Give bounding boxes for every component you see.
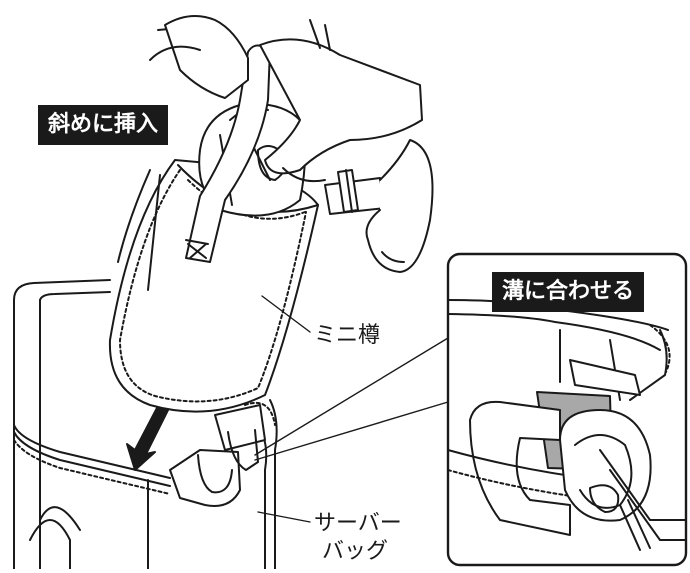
hands-drawing — [149, 15, 423, 183]
callout-insert-diagonally: 斜めに挿入 — [38, 105, 169, 145]
label-server-bag-line2: バッグ — [322, 539, 389, 564]
label-server-bag-line1: サーバー — [314, 511, 402, 536]
bag-clip-drawing — [169, 404, 266, 507]
server-bag-drawing — [13, 279, 278, 570]
tap-drawing — [324, 139, 434, 273]
inset-detail-drawing — [447, 299, 687, 551]
label-mini-keg: ミニ樽 — [314, 323, 381, 348]
insert-arrow — [126, 405, 169, 471]
leader-lines — [254, 295, 449, 523]
callout-align-with-groove: 溝に合わせる — [492, 272, 645, 312]
